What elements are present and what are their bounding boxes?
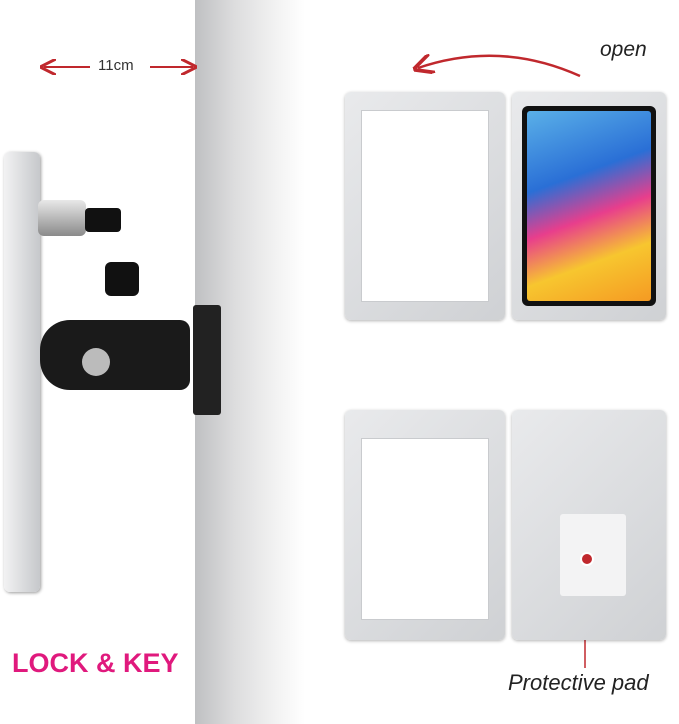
key-icon [105,262,139,296]
bolt [82,348,110,376]
protective-pad-label: Protective pad [508,670,649,695]
lock-and-key-label: LOCK & KEY [12,648,179,678]
wall-plate [193,305,221,415]
width-label: 11cm [98,57,134,74]
pad-marker-dot [580,552,594,566]
lock-cylinder [38,200,86,236]
front-frame-bottom [345,410,505,640]
front-frame-top [345,92,505,320]
mounted-enclosure [4,152,40,592]
open-label: open [600,38,647,61]
tablet-screen [522,106,656,306]
back-frame-top [512,92,666,320]
back-frame-bottom [512,410,666,640]
open-arrow [418,56,581,78]
mount-arm [40,320,190,390]
key-icon [85,208,121,232]
